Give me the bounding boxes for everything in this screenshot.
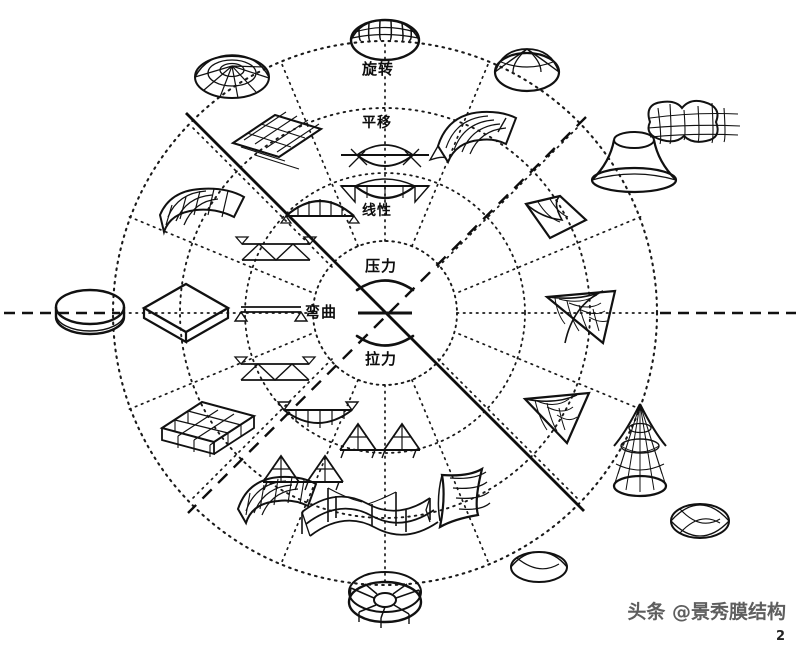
- form-disc-ellipse: [670, 503, 730, 539]
- form-space-frame-lower: [161, 401, 255, 458]
- form-conoid-right: [523, 391, 591, 445]
- divider-dashed-ne-sw: [187, 116, 587, 514]
- form-cable-net-roof: [301, 487, 439, 537]
- label-rotation: 旋转: [362, 60, 395, 78]
- label-linear: 线性: [362, 203, 392, 219]
- form-radial-dome: [194, 54, 270, 99]
- label-translation: 平移: [362, 115, 392, 131]
- form-cone-tent: [612, 402, 668, 498]
- form-vault-lower: [237, 475, 317, 524]
- ring-inner: [244, 172, 526, 454]
- form-waved-shell: [437, 467, 492, 529]
- page-number: 2: [775, 629, 785, 644]
- form-ribbed-dome-top: [349, 18, 421, 62]
- label-compression: 压力: [365, 257, 398, 275]
- form-ellipse-bottom: [510, 551, 568, 583]
- form-folded-plate: [231, 110, 323, 171]
- form-hypar-right: [545, 289, 617, 345]
- form-beam-truss-low: [234, 356, 316, 381]
- label-bending: 弯曲: [305, 303, 338, 321]
- form-beam-truss-up: [235, 236, 317, 261]
- form-barrel-vault: [429, 110, 517, 163]
- form-crossed-dome: [493, 47, 561, 93]
- watermark: 头条 @景秀膜结构: [627, 601, 786, 623]
- form-space-frame-upper: [159, 187, 245, 233]
- form-suspended-arch: [277, 401, 359, 429]
- form-hypar-small: [524, 194, 588, 240]
- ring-outer: [111, 39, 659, 587]
- core-force-symbol: [355, 279, 415, 347]
- label-tension: 拉力: [365, 350, 398, 368]
- form-peanut-shell: [647, 99, 741, 145]
